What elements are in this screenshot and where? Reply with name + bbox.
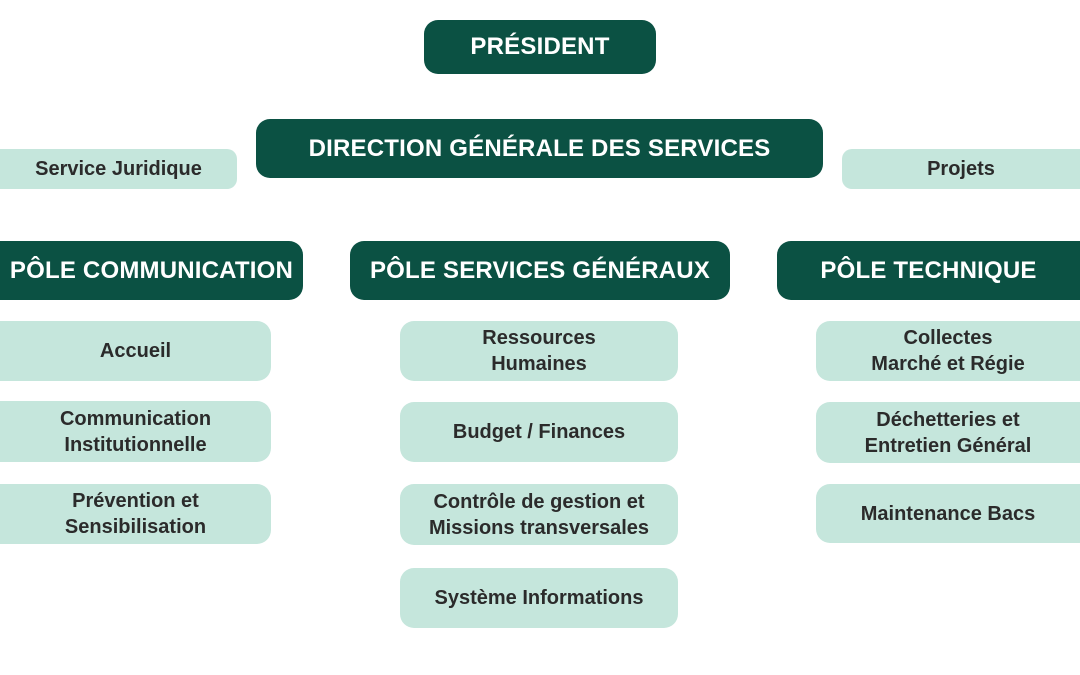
service-label: Contrôle de gestion et Missions transver… (428, 490, 650, 539)
service-box: Budget / Finances (400, 402, 678, 462)
direction-generale-label: DIRECTION GÉNÉRALE DES SERVICES (308, 134, 771, 162)
projets-box: Projets (842, 149, 1080, 189)
service-juridique-label: Service Juridique (35, 157, 202, 180)
service-box: Communication Institutionnelle (0, 401, 271, 462)
service-box: Maintenance Bacs (816, 484, 1080, 543)
service-label: Déchetteries et Entretien Général (864, 408, 1032, 457)
service-box: Ressources Humaines (400, 321, 678, 381)
service-box: Prévention et Sensibilisation (0, 484, 271, 544)
service-label: Ressources Humaines (482, 327, 596, 375)
president-box: PRÉSIDENT (424, 20, 656, 74)
service-box: Collectes Marché et Régie (816, 321, 1080, 381)
projets-label: Projets (927, 157, 995, 180)
service-box: Contrôle de gestion et Missions transver… (400, 484, 678, 545)
pole-services-generaux-label: PÔLE SERVICES GÉNÉRAUX (369, 256, 711, 284)
service-juridique-box: Service Juridique (0, 149, 237, 189)
service-label: Maintenance Bacs (860, 502, 1036, 525)
service-label: Communication Institutionnelle (59, 407, 212, 456)
service-box: Accueil (0, 321, 271, 381)
pole-communication-box: PÔLE COMMUNICATION (0, 241, 303, 300)
president-label: PRÉSIDENT (470, 33, 610, 60)
direction-generale-box: DIRECTION GÉNÉRALE DES SERVICES (256, 119, 823, 178)
service-label: Budget / Finances (452, 421, 626, 443)
service-box: Déchetteries et Entretien Général (816, 402, 1080, 463)
service-label: Collectes Marché et Régie (871, 327, 1025, 375)
service-label: Accueil (99, 340, 172, 362)
pole-services-generaux-box: PÔLE SERVICES GÉNÉRAUX (350, 241, 730, 300)
pole-technique-box: PÔLE TECHNIQUE (777, 241, 1080, 300)
service-box: Système Informations (400, 568, 678, 628)
service-label: Système Informations (434, 587, 644, 609)
service-label: Prévention et Sensibilisation (64, 490, 207, 538)
pole-technique-label: PÔLE TECHNIQUE (820, 256, 1037, 284)
pole-communication-label: PÔLE COMMUNICATION (9, 256, 294, 284)
